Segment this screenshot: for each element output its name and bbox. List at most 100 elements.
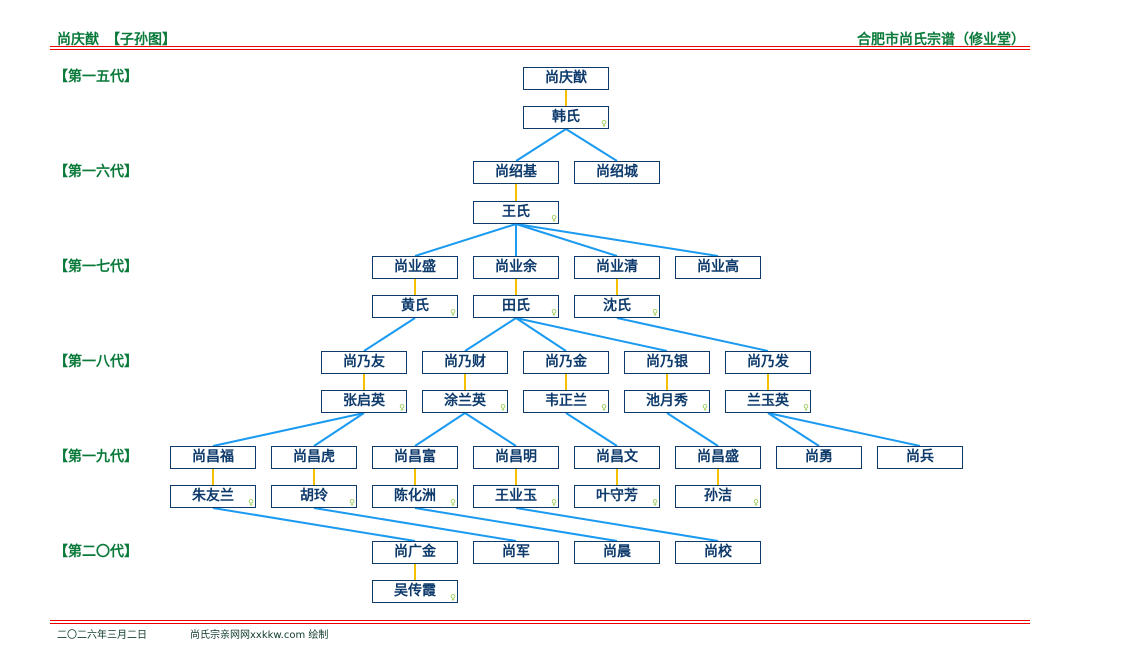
person-node[interactable]: 尚乃财 — [422, 351, 508, 374]
person-name: 尚乃发 — [747, 354, 789, 370]
person-node[interactable]: 尚晨 — [574, 541, 660, 564]
person-node[interactable]: 尚庆猷 — [523, 67, 609, 90]
person-node[interactable]: 尚昌盛 — [675, 446, 761, 469]
footer-credit: 尚氏宗亲网网xxkkw.com 绘制 — [190, 630, 329, 641]
person-node[interactable]: 尚绍基 — [473, 161, 559, 184]
person-name: 陈化洲 — [394, 488, 436, 504]
spouse-node[interactable]: 胡玲 ♀ — [271, 485, 357, 508]
spouse-node[interactable]: 孙洁 ♀ — [675, 485, 761, 508]
person-name: 尚业清 — [596, 259, 638, 275]
person-node[interactable]: 尚昌虎 — [271, 446, 357, 469]
spouse-node[interactable]: 韩氏 ♀ — [523, 106, 609, 129]
person-name: 尚昌文 — [596, 449, 638, 465]
parent-child-line — [616, 317, 769, 352]
person-name: 尚昌福 — [192, 449, 234, 465]
page-title: 尚庆猷 【子孙图】 — [57, 32, 176, 48]
parent-child-line — [464, 317, 517, 352]
person-name: 胡玲 — [300, 488, 328, 504]
spouse-node[interactable]: 沈氏♀ — [574, 295, 660, 318]
person-node[interactable]: 尚业余 — [473, 256, 559, 279]
female-icon: ♀ — [702, 403, 708, 412]
person-node[interactable]: 尚乃发 — [725, 351, 811, 374]
person-node[interactable]: 尚广金 — [372, 541, 458, 564]
person-node[interactable]: 尚乃银 — [624, 351, 710, 374]
spouse-node[interactable]: 兰玉英♀ — [725, 390, 811, 413]
spouse-node[interactable]: 黄氏♀ — [372, 295, 458, 318]
person-name: 尚昌富 — [394, 449, 436, 465]
person-name: 黄氏 — [401, 298, 429, 314]
female-icon: ♀ — [551, 214, 557, 223]
person-node[interactable]: 尚业高 — [675, 256, 761, 279]
parent-child-line — [565, 412, 618, 447]
person-node[interactable]: 尚业清 — [574, 256, 660, 279]
parent-child-line — [363, 317, 416, 352]
person-name: 尚乃金 — [545, 354, 587, 370]
female-icon: ♀ — [803, 403, 809, 412]
person-node[interactable]: 尚兵 — [877, 446, 963, 469]
female-icon: ♀ — [349, 498, 355, 507]
spouse-node[interactable]: 王业玉♀ — [473, 485, 559, 508]
header-rule — [50, 46, 1030, 47]
parent-child-line — [565, 128, 618, 162]
person-name: 尚业高 — [697, 259, 739, 275]
spouse-node[interactable]: 韦正兰♀ — [523, 390, 609, 413]
genealogy-name: 合肥市尚氏宗谱（修业堂） — [857, 32, 1025, 48]
parent-child-line — [212, 507, 416, 542]
person-name: 韩氏 — [552, 109, 580, 125]
footer-rule — [50, 620, 1030, 621]
female-icon: ♀ — [551, 498, 557, 507]
spouse-node[interactable]: 叶守芳♀ — [574, 485, 660, 508]
person-name: 尚昌盛 — [697, 449, 739, 465]
person-node[interactable]: 尚昌福 — [170, 446, 256, 469]
spouse-node[interactable]: 张启英 ♀ — [321, 390, 407, 413]
spouse-node[interactable]: 朱友兰♀ — [170, 485, 256, 508]
person-node[interactable]: 尚勇 — [776, 446, 862, 469]
person-node[interactable]: 尚业盛 — [372, 256, 458, 279]
female-icon: ♀ — [500, 403, 506, 412]
person-node[interactable]: 尚乃友 — [321, 351, 407, 374]
spouse-node[interactable]: 田氏 ♀ — [473, 295, 559, 318]
parent-child-line — [515, 128, 567, 162]
parent-child-line — [414, 412, 466, 447]
generation-label: 【第一七代】 — [54, 259, 138, 275]
person-name: 王氏 — [502, 204, 530, 220]
parent-child-line — [666, 412, 719, 447]
person-name: 尚晨 — [603, 544, 631, 560]
female-icon: ♀ — [601, 119, 607, 128]
person-name: 尚昌明 — [495, 449, 537, 465]
parent-child-line — [414, 223, 517, 257]
person-name: 涂兰英 — [444, 393, 486, 409]
person-node[interactable]: 尚昌明 — [473, 446, 559, 469]
female-icon: ♀ — [601, 403, 607, 412]
person-name: 孙洁 — [704, 488, 732, 504]
female-icon: ♀ — [551, 308, 557, 317]
person-node[interactable]: 尚绍城 — [574, 161, 660, 184]
person-name: 尚校 — [704, 544, 732, 560]
spouse-node[interactable]: 陈化洲♀ — [372, 485, 458, 508]
person-name: 尚业余 — [495, 259, 537, 275]
parent-child-line — [464, 412, 517, 447]
person-name: 田氏 — [502, 298, 530, 314]
person-node[interactable]: 尚昌文 — [574, 446, 660, 469]
person-node[interactable]: 尚军 — [473, 541, 559, 564]
spouse-node[interactable]: 池月秀♀ — [624, 390, 710, 413]
person-node[interactable]: 尚昌富 — [372, 446, 458, 469]
female-icon: ♀ — [399, 403, 405, 412]
footer-date: 二〇二六年三月二日 — [57, 630, 147, 641]
parent-child-line — [767, 412, 820, 447]
spouse-node[interactable]: 王氏 ♀ — [473, 201, 559, 224]
parent-child-line — [515, 317, 567, 352]
female-icon: ♀ — [753, 498, 759, 507]
spouse-node[interactable]: 吴传霞♀ — [372, 580, 458, 603]
female-icon: ♀ — [652, 308, 658, 317]
person-node[interactable]: 尚乃金 — [523, 351, 609, 374]
person-name: 尚广金 — [394, 544, 436, 560]
header-rule — [50, 49, 1030, 50]
spouse-node[interactable]: 涂兰英 ♀ — [422, 390, 508, 413]
person-name: 吴传霞 — [394, 583, 436, 599]
person-node[interactable]: 尚校 — [675, 541, 761, 564]
parent-child-line — [515, 223, 719, 257]
generation-label: 【第二〇代】 — [54, 544, 138, 560]
person-name: 张启英 — [343, 393, 385, 409]
